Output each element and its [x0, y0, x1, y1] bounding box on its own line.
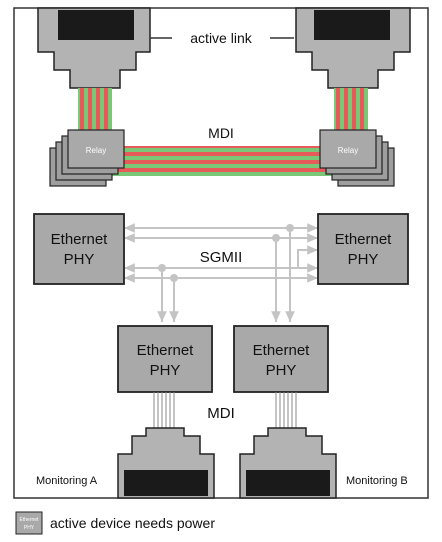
wire-bundle-bottom-left: [153, 392, 175, 430]
svg-text:PHY: PHY: [348, 251, 379, 268]
legend-phy-icon: [15, 511, 43, 535]
active-link-label: active link: [190, 30, 252, 46]
ethernet-phy-bottom-left: Ethernet PHY: [117, 325, 213, 393]
mdi-wire-bundle: [100, 146, 344, 176]
rj45-jack-bottom-left: [117, 427, 215, 499]
rj45-jack-top-left: [37, 7, 151, 89]
ethernet-phy-bottom-right: Ethernet PHY: [233, 325, 329, 393]
legend: Ethernet PHY active device needs power: [15, 511, 215, 535]
svg-text:Ethernet: Ethernet: [137, 342, 195, 359]
svg-text:Ethernet: Ethernet: [253, 342, 311, 359]
relay-stack-left: Relay: [49, 129, 125, 187]
svg-text:PHY: PHY: [24, 525, 35, 531]
mdi-bottom-label: MDI: [207, 405, 235, 422]
relay-label-left: Relay: [86, 146, 106, 155]
svg-text:PHY: PHY: [266, 362, 297, 379]
sgmii-signal-lines: [124, 223, 318, 322]
mdi-top-label: MDI: [208, 125, 234, 141]
monitoring-a-label: Monitoring A: [36, 475, 98, 487]
wire-bundle-bottom-right: [275, 392, 297, 430]
rj45-jack-bottom-right: [239, 427, 337, 499]
relay-label-right: Relay: [338, 146, 358, 155]
svg-text:Ethernet: Ethernet: [335, 231, 393, 248]
legend-text: active device needs power: [50, 515, 215, 531]
monitoring-b-label: Monitoring B: [346, 475, 408, 487]
sgmii-label: SGMII: [200, 249, 243, 266]
svg-text:Ethernet: Ethernet: [20, 517, 40, 523]
wire-bundle-right: [334, 88, 368, 132]
sgmii-junction-dots: [158, 224, 294, 282]
ethernet-phy-right: Ethernet PHY: [317, 213, 409, 285]
ethernet-phy-left: Ethernet PHY: [33, 213, 125, 285]
rj45-jack-top-right: [295, 7, 411, 89]
relay-stack-right: Relay: [319, 129, 395, 187]
svg-text:PHY: PHY: [64, 251, 95, 268]
svg-text:Ethernet: Ethernet: [51, 231, 109, 248]
svg-text:PHY: PHY: [150, 362, 181, 379]
wire-bundle-left: [78, 88, 112, 132]
